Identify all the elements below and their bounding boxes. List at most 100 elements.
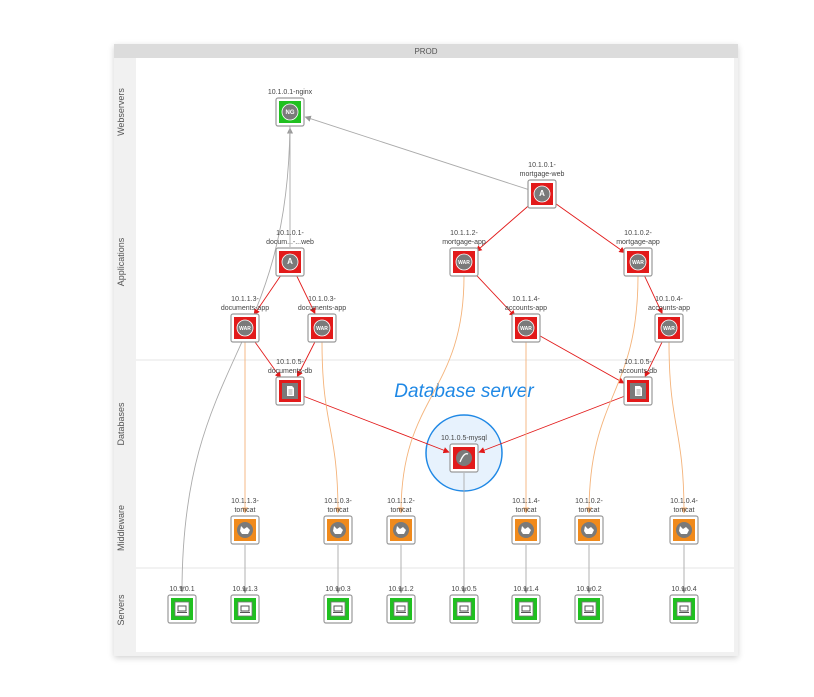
edge-mweb-to-nginx [304, 115, 528, 190]
node-label: 10.1.0.2- [575, 498, 603, 505]
server-icon [676, 601, 692, 617]
node-label: docum...-...web [266, 239, 314, 246]
war-icon: WAR [629, 253, 647, 271]
topology-diagram: PROD Webservers Applications Databases M… [114, 44, 738, 652]
edge-dweb-to-dapp2 [296, 275, 316, 315]
edge-aapp3-to-adb [644, 341, 663, 378]
node-label: 10.1.0.2 [576, 586, 601, 593]
node-t102[interactable]: 10.1.0.2- tomcat [574, 498, 604, 545]
edge-dweb-to-dapp3 [253, 274, 282, 316]
database-server-callout: Database server [394, 381, 534, 402]
edge-dapp2-to-t103 [321, 341, 342, 514]
node-label: mortgage-app [442, 239, 486, 246]
title-bar [114, 44, 738, 58]
node-label: 10.1.0.5- [276, 359, 304, 366]
tomcat-icon [581, 522, 597, 538]
nodes-layer: NG10.1.0.1-nginxA10.1.0.1-mortgage-webA1… [167, 89, 699, 624]
node-t104[interactable]: 10.1.0.4-tomcat [669, 498, 699, 545]
node-s113[interactable]: 10.1.1.3 [230, 586, 260, 624]
node-s101[interactable]: 10.1.0.1 [167, 586, 197, 624]
node-label: 10.1.0.3- [308, 296, 336, 303]
edge-aapp3-to-t104 [668, 341, 688, 514]
node-label: 10.1.1.4 [513, 586, 538, 593]
node-s103[interactable]: 10.1.0.3 [323, 586, 353, 624]
mysql-icon [456, 450, 472, 466]
node-t114[interactable]: 10.1.1.4-tomcat [511, 498, 541, 545]
database-icon [630, 383, 646, 399]
node-t103[interactable]: 10.1.0.3-tomcat [323, 498, 353, 545]
node-s114[interactable]: 10.1.1.4 [511, 586, 541, 624]
node-label: 10.1.0.1-nginx [268, 89, 313, 96]
node-nginx[interactable]: NG 10.1.0.1-nginx [268, 89, 313, 127]
war-icon: WAR [660, 319, 678, 337]
node-label: 10.1.0.3- [324, 498, 352, 505]
edge-ddb-to-mysql [303, 395, 450, 454]
node-label: 10.1.0.4- [670, 498, 698, 505]
node-label: 10.1.1.4- [512, 296, 540, 303]
server-icon [330, 601, 346, 617]
server-icon [581, 601, 597, 617]
diagram-title: PROD [414, 47, 437, 56]
node-label: 10.1.1.2- [387, 498, 415, 505]
server-icon [174, 601, 190, 617]
svg-text:WAR: WAR [663, 326, 675, 332]
node-label: tomcat [234, 507, 255, 514]
node-s102[interactable]: 10.1.0.2 [574, 586, 604, 624]
node-label: 10.1.0.1 [169, 586, 194, 593]
svg-text:WAR: WAR [316, 326, 328, 332]
node-label: 10.1.1.3- [231, 296, 259, 303]
database-icon [282, 383, 298, 399]
node-aapp3[interactable]: WAR 10.1.0.4- accounts-app [648, 296, 690, 343]
node-mweb[interactable]: A10.1.0.1-mortgage-web [520, 162, 565, 209]
node-label: documents-db [268, 368, 312, 375]
edge-mweb-to-mapp2 [475, 203, 531, 252]
node-label: accounts-app [505, 305, 547, 312]
node-dapp3[interactable]: WAR 10.1.1.3- documents-app [221, 296, 269, 343]
node-label: documents-app [221, 305, 269, 312]
node-label: accounts-app [648, 305, 690, 312]
node-label: 10.1.0.4- [655, 296, 683, 303]
lane-label-servers: Servers [116, 594, 126, 626]
war-icon: WAR [236, 319, 254, 337]
edges-layer [178, 115, 688, 594]
node-label: tomcat [578, 507, 599, 514]
node-s104[interactable]: 10.1.0.4 [669, 586, 699, 624]
tomcat-icon [518, 522, 534, 538]
svg-text:NG: NG [286, 110, 295, 116]
node-label: 10.1.1.3- [231, 498, 259, 505]
node-label: 10.1.0.2- [624, 230, 652, 237]
tomcat-icon [330, 522, 346, 538]
node-adb[interactable]: 10.1.0.5-accounts-db [619, 359, 657, 406]
node-label: tomcat [390, 507, 411, 514]
apache-icon: A [281, 253, 299, 271]
node-label: 10.1.1.2- [450, 230, 478, 237]
war-icon: WAR [313, 319, 331, 337]
edge-mweb-to-mapp1 [553, 202, 626, 254]
node-s105[interactable]: 10.1.0.5 [449, 586, 479, 624]
node-dweb[interactable]: A10.1.0.1-docum...-...web [266, 230, 314, 277]
node-label: 10.1.1.4- [512, 498, 540, 505]
prod-frame: PROD Webservers Applications Databases M… [114, 44, 738, 656]
node-s112[interactable]: 10.1.1.2 [386, 586, 416, 624]
node-label: 10.1.0.3 [325, 586, 350, 593]
server-icon [456, 601, 472, 617]
tomcat-icon [237, 522, 253, 538]
tomcat-icon [676, 522, 692, 538]
edge-aapp4-to-adb [538, 334, 625, 384]
node-mysql[interactable]: 10.1.0.5-mysql [441, 435, 487, 473]
war-icon: WAR [455, 253, 473, 271]
server-icon [518, 601, 534, 617]
svg-text:A: A [539, 189, 545, 198]
edge-mapp2-to-aapp4 [473, 272, 516, 317]
node-t112[interactable]: 10.1.1.2- tomcat [386, 498, 416, 545]
svg-text:WAR: WAR [458, 260, 470, 266]
svg-text:WAR: WAR [632, 260, 644, 266]
node-ddb[interactable]: 10.1.0.5- documents-db [268, 359, 312, 406]
node-t113[interactable]: 10.1.1.3- tomcat [230, 498, 260, 545]
node-mapp2[interactable]: WAR 10.1.1.2- mortgage-app [442, 230, 486, 277]
node-label: 10.1.0.4 [671, 586, 696, 593]
edge-nginx-to-s101 [178, 117, 291, 593]
